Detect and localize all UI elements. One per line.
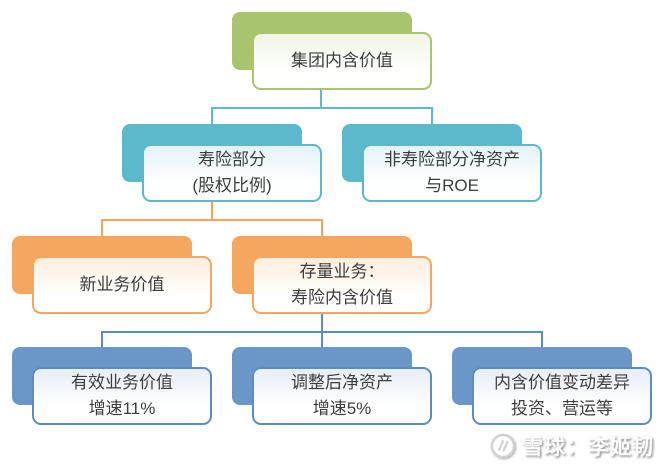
connector-tier2-right (431, 107, 433, 124)
node-label-line: (股权比例) (192, 176, 272, 195)
connector-tier4-mid (321, 331, 323, 347)
node-label-line: 有效业务价值 (71, 373, 173, 392)
node-face: 寿险部分 (股权比例) (142, 144, 322, 202)
node-label-line: 调整后净资产 (291, 373, 393, 392)
node-face: 有效业务价值 增速11% (32, 367, 212, 425)
node-label-line: 寿险部分 (198, 150, 266, 169)
node-vif-growth: 有效业务价值 增速11% (12, 347, 212, 425)
connector-tier2-bar (211, 107, 433, 109)
node-label-line: 投资、营运等 (511, 399, 613, 418)
node-face: 调整后净资产 增速5% (252, 367, 432, 425)
node-face: 存量业务： 寿险内含价值 (252, 256, 432, 314)
node-face: 集团内含价值 (252, 32, 432, 90)
connector-tier3-left (101, 219, 103, 236)
node-face: 新业务价值 (32, 256, 212, 314)
node-label-line: 存量业务： (299, 262, 385, 281)
node-label-line: 增速5% (312, 399, 372, 418)
xueqiu-logo-icon (490, 433, 516, 459)
node-nonlife-netassets-roe: 非寿险部分净资产 与ROE (342, 124, 542, 202)
node-new-business-value: 新业务价值 (12, 236, 212, 314)
connector-tier4-right (541, 331, 543, 347)
node-label-line: 集团内含价值 (291, 51, 393, 70)
connector-tier3-right (321, 219, 323, 236)
node-label-line: 寿险内含价值 (291, 288, 393, 307)
node-label-line: 新业务价值 (79, 275, 165, 294)
node-face: 非寿险部分净资产 与ROE (362, 144, 542, 202)
node-ev-variance: 内含价值变动差异 投资、营运等 (452, 347, 652, 425)
watermark: 雪球：李姬韧 (490, 431, 654, 461)
connector-tier2-left (211, 107, 213, 124)
connector-tier3-bar (101, 219, 323, 221)
node-life-portion: 寿险部分 (股权比例) (122, 124, 322, 202)
node-face: 内含价值变动差异 投资、营运等 (472, 367, 652, 425)
node-group-embedded-value: 集团内含价值 (232, 12, 432, 90)
node-label-line: 非寿险部分净资产 (384, 150, 520, 169)
node-label-line: 内含价值变动差异 (494, 373, 630, 392)
connector-inforce-stem (321, 314, 323, 332)
node-label-line: 与ROE (425, 176, 479, 195)
watermark-text: 雪球：李姬韧 (522, 436, 654, 459)
connector-tier4-left (101, 331, 103, 347)
connector-life-stem (211, 202, 213, 220)
node-adjusted-nav-growth: 调整后净资产 增速5% (232, 347, 432, 425)
node-label-line: 增速11% (88, 399, 156, 418)
connector-group-stem (320, 90, 322, 108)
node-inforce-embedded-value: 存量业务： 寿险内含价值 (232, 236, 432, 314)
